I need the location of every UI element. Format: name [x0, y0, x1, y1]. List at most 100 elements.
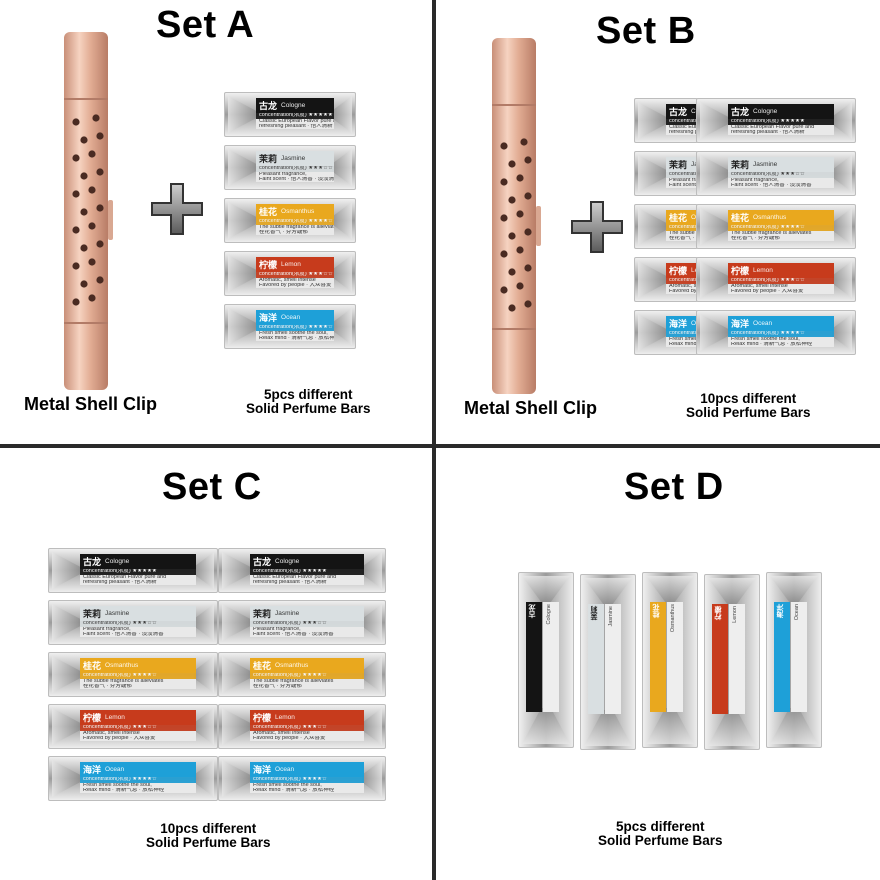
scent-name-en: Cologne: [281, 102, 306, 109]
scent-name-en: Ocean: [753, 320, 773, 327]
metal-shell-clip-tube: [492, 38, 541, 394]
scent-name-en: Osmanthus: [753, 214, 787, 221]
packet-seal: [708, 710, 756, 746]
scent-name-cn: 古龙: [259, 101, 278, 111]
packet-seal: [700, 261, 728, 298]
set-a-panel: Set A: [0, 0, 432, 444]
packet-seal: [222, 656, 250, 693]
horizontal-divider: [0, 444, 880, 448]
packet-concentration: concentration(浓度) ★★★★★: [80, 569, 196, 575]
scent-name-cn: 茉莉: [591, 606, 598, 620]
packet-description: The subtle fragrance is alleviates: [256, 224, 334, 230]
packet-seal: [700, 314, 728, 351]
packet-description: The subtle fragrance is alleviates: [728, 230, 834, 236]
scent-name-cn: 桂花: [83, 661, 102, 671]
scent-name-cn: 柠檬: [731, 266, 750, 276]
scent-name-en: Cologne: [546, 604, 552, 625]
set-a-right-caption: 5pcs different Solid Perfume Bars: [246, 388, 371, 416]
scent-name-en: Jasmine: [281, 155, 306, 162]
set-a-title: Set A: [156, 4, 255, 46]
scent-name-cn: 茉莉: [669, 160, 688, 170]
caption-line-1: 10pcs different: [160, 821, 257, 836]
scent-name-cn: 海洋: [83, 765, 102, 775]
packet-seal: [52, 708, 80, 745]
scent-name-en: Osmanthus: [670, 604, 676, 633]
packet-seal: [332, 255, 352, 292]
packet-description-cn: refreshing pleasant · 怡人清新: [256, 124, 334, 129]
packet-seal: [228, 308, 256, 345]
packet-seal: [638, 155, 666, 192]
scent-name-en: Jasmine: [105, 610, 130, 617]
packet-description: Aromatic, smell intense: [250, 730, 364, 736]
plus-icon: [151, 183, 203, 235]
packet-concentration: concentration(浓度) ★★★☆☆: [728, 278, 834, 284]
scent-name-en: Cologne: [753, 108, 778, 115]
packet-description-cn: refreshing pleasant · 怡人清新: [250, 580, 364, 585]
packet-description-cn: Relax mind · 清新气息 · 放松神经: [256, 336, 334, 341]
packet-color-band: 桂花: [650, 602, 666, 712]
packet-seal: [770, 708, 818, 744]
scent-name-cn: 桂花: [731, 213, 750, 223]
packet-description: Fresh smell soothe the soul,: [80, 782, 196, 788]
set-d-caption: 5pcs different Solid Perfume Bars: [598, 820, 723, 848]
packet-seal: [228, 96, 256, 133]
packet-seal: [52, 760, 80, 797]
packet-text-area: Lemon: [729, 604, 745, 714]
packet-description-cn: 桂花香气 · 芬芳馥郁: [256, 230, 334, 235]
packet-description-cn: Faint scent · 怡人清香 · 淡淡清香: [728, 183, 834, 188]
packet-seal: [646, 708, 694, 744]
set-b-title: Set B: [596, 10, 696, 52]
packet-text-area: Osmanthus: [667, 602, 683, 712]
scent-name-cn: 古龙: [529, 604, 536, 618]
packet-seal: [522, 708, 570, 744]
packet-description-cn: Relax mind · 清新气息 · 放松神经: [728, 342, 834, 347]
scent-name-en: Osmanthus: [281, 208, 315, 215]
packet-concentration: concentration(浓度) ★★★★☆: [256, 325, 334, 331]
packet-seal: [222, 760, 250, 797]
packet-seal: [332, 308, 352, 345]
set-a-left-caption: Metal Shell Clip: [24, 394, 158, 414]
packet-seal: [228, 149, 256, 186]
packet-seal: [222, 552, 250, 589]
packet-seal: [638, 208, 666, 245]
packet-description: Classic European Flavor pure and: [250, 574, 364, 580]
packet-description: Pleasant fragrance,: [80, 626, 196, 632]
packet-description-cn: Relax mind · 清新气息 · 放松神经: [250, 788, 364, 793]
scent-name-cn: 古龙: [731, 107, 750, 117]
scent-name-cn: 海洋: [259, 313, 278, 323]
scent-name-en: Ocean: [275, 766, 295, 773]
caption-line-1: 10pcs different: [700, 391, 797, 406]
scent-name-en: Lemon: [105, 714, 125, 721]
packet-concentration: concentration(浓度) ★★★★☆: [80, 777, 196, 783]
packet-seal: [832, 314, 852, 351]
packet-seal: [584, 578, 632, 604]
packet-seal: [708, 578, 756, 604]
caption-line-2: Solid Perfume Bars: [246, 401, 371, 416]
packet-description-cn: 桂花香气 · 芬芳馥郁: [250, 684, 364, 689]
packet-description: Aromatic, smell intense: [256, 277, 334, 283]
packet-description: Classic European Flavor pure and: [80, 574, 196, 580]
scent-name-cn: 海洋: [669, 319, 688, 329]
vertical-divider: [432, 0, 436, 880]
packet-text-area: Jasmine: [605, 604, 621, 714]
packet-seal: [228, 202, 256, 239]
packet-concentration: concentration(浓度) ★★★☆☆: [80, 621, 196, 627]
